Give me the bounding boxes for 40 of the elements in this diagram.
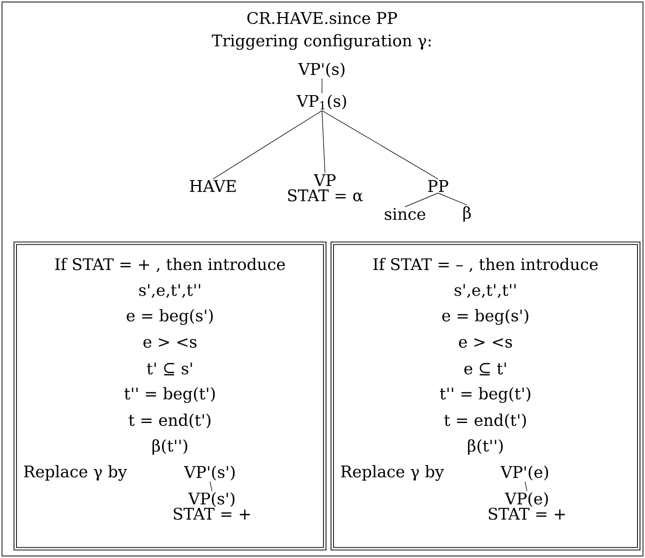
tree-label: VP$_{1}$(s) xyxy=(296,94,346,110)
tree-branch xyxy=(210,481,212,492)
condition-text: β(t'') xyxy=(152,439,188,455)
condition-text: If STAT = – , then introduce xyxy=(373,258,598,272)
tree-label: HAVE xyxy=(190,180,236,192)
tree-label: PP xyxy=(428,180,448,192)
condition-text: t'' = beg(t') xyxy=(440,387,530,403)
condition-text: e = beg(s') xyxy=(442,309,528,325)
tree-branch xyxy=(322,110,326,174)
condition-text: e ⊆ t' xyxy=(464,362,506,376)
condition-text: s',e,t',t'' xyxy=(454,284,516,298)
replace-text: Replace γ by xyxy=(24,465,127,481)
tree-branch xyxy=(524,481,528,492)
condition-text: s',e,t',t'' xyxy=(139,284,200,298)
rule-box xyxy=(330,242,640,550)
title: CR.HAVE.since PP xyxy=(247,12,397,24)
tree-branch xyxy=(404,192,438,208)
tree-label: VP STAT = α xyxy=(288,174,363,202)
tree-label: β xyxy=(463,206,471,222)
condition-text: t = end(t') xyxy=(444,414,526,428)
rule-box xyxy=(14,242,326,550)
condition-text: t'' = beg(t') xyxy=(124,387,215,403)
heading: Triggering configuration γ: xyxy=(212,34,431,50)
replace-text: Replace γ by xyxy=(341,465,444,481)
tree-label: since xyxy=(384,208,426,220)
tree-label: VP(e) STAT = + xyxy=(488,492,565,520)
tree-label: VP'(s') xyxy=(184,466,235,480)
condition-text: e = beg(s') xyxy=(126,309,213,325)
condition-text: t' ⊆ s' xyxy=(146,362,192,376)
condition-text: e > <s xyxy=(143,338,196,348)
tree-branch xyxy=(322,110,438,180)
tree-label: VP(s') STAT = + xyxy=(174,492,250,520)
condition-text: β(t'') xyxy=(468,439,503,455)
tree-branch xyxy=(212,110,322,180)
condition-text: t = end(t') xyxy=(128,414,210,428)
condition-text: If STAT = + , then introduce xyxy=(55,258,285,272)
tree-label: VP'(s) xyxy=(298,62,344,78)
condition-text: e > <s xyxy=(458,338,512,348)
tree-label: VP'(e) xyxy=(500,466,548,480)
tree-branch xyxy=(438,192,468,206)
